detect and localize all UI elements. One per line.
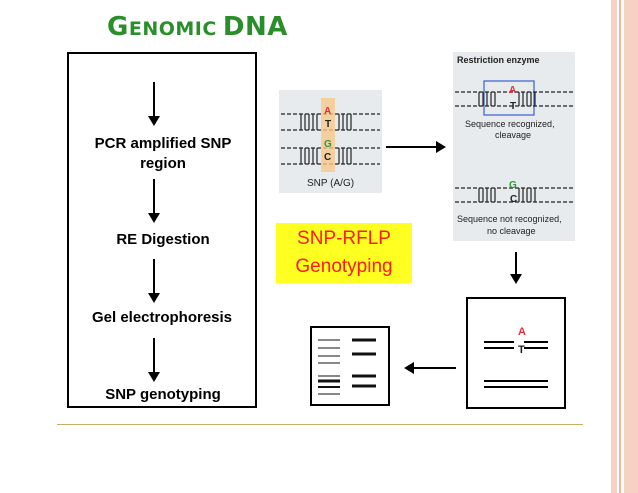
right-edge-band-1 <box>611 0 617 493</box>
snp-top-allele: A <box>324 106 331 117</box>
snp-rflp-line1: SNP-RFLP <box>297 228 391 249</box>
snp-panel: A T G C SNP (A/G) <box>279 90 382 193</box>
flow-step-re-digestion: RE Digestion <box>116 231 210 248</box>
snp-top-pair: T <box>325 119 331 130</box>
flow-arrow-4 <box>148 338 160 382</box>
title-rest: ENOMIC <box>128 18 217 40</box>
enzyme-recog-allele: A <box>509 85 516 96</box>
snp-caption: SNP (A/G) <box>307 178 354 189</box>
workflow-box <box>67 52 257 408</box>
flow-step-pcr-line1: PCR amplified SNP <box>94 135 232 152</box>
enzyme-heading: Restriction enzyme <box>457 55 540 65</box>
flow-step-pcr: PCR amplified SNP region <box>80 134 246 174</box>
title-dna: DNA <box>222 12 288 42</box>
digest-result-box: A T <box>466 297 566 409</box>
arrow-enzyme-to-gel <box>510 252 522 284</box>
footer-rule <box>57 424 583 425</box>
enzyme-not-recognized-line1: Sequence not recognized, <box>457 214 562 224</box>
snp-bottom-allele: G <box>324 139 332 150</box>
right-edge-band-2 <box>624 0 638 493</box>
snp-rflp-label: SNP-RFLP Genotyping <box>276 223 412 283</box>
enzyme-not-recognized-line2: no cleavage <box>487 226 536 236</box>
arrow-digest-to-gel <box>404 362 456 374</box>
flow-arrow-2 <box>148 179 160 223</box>
enzyme-illustration: Restriction enzyme A T Sequence recogniz… <box>455 55 573 236</box>
enzyme-recog-pair: T <box>510 101 516 112</box>
flow-step-pcr-line2: region <box>140 155 186 172</box>
gel-image-box <box>310 326 390 406</box>
digest-top-pair: T <box>518 344 525 356</box>
slide-title: GENOMIC DNA <box>107 12 288 42</box>
snp-illustration: A T G C SNP (A/G) <box>281 98 380 189</box>
enzyme-notrecog-allele: G <box>509 180 517 191</box>
digest-result-illustration: A T <box>484 326 548 388</box>
digest-top-allele: A <box>518 326 526 338</box>
title-initial: G <box>107 12 129 42</box>
right-edge-line-1 <box>619 0 621 493</box>
flow-arrow-3 <box>148 259 160 303</box>
snp-bottom-pair: C <box>324 152 331 163</box>
snp-rflp-line2: Genotyping <box>295 256 393 277</box>
enzyme-recognized-line2: cleavage <box>495 130 531 140</box>
enzyme-recognized-line1: Sequence recognized, <box>465 119 555 129</box>
enzyme-notrecog-pair: C <box>510 194 517 205</box>
arrow-snp-to-enzyme <box>386 141 446 153</box>
flow-step-genotyping: SNP genotyping <box>105 386 221 403</box>
flow-arrow-1 <box>148 82 160 126</box>
gel-bands <box>318 338 376 395</box>
flow-step-gel: Gel electrophoresis <box>91 309 233 326</box>
enzyme-panel: Restriction enzyme A T Sequence recogniz… <box>453 52 575 241</box>
